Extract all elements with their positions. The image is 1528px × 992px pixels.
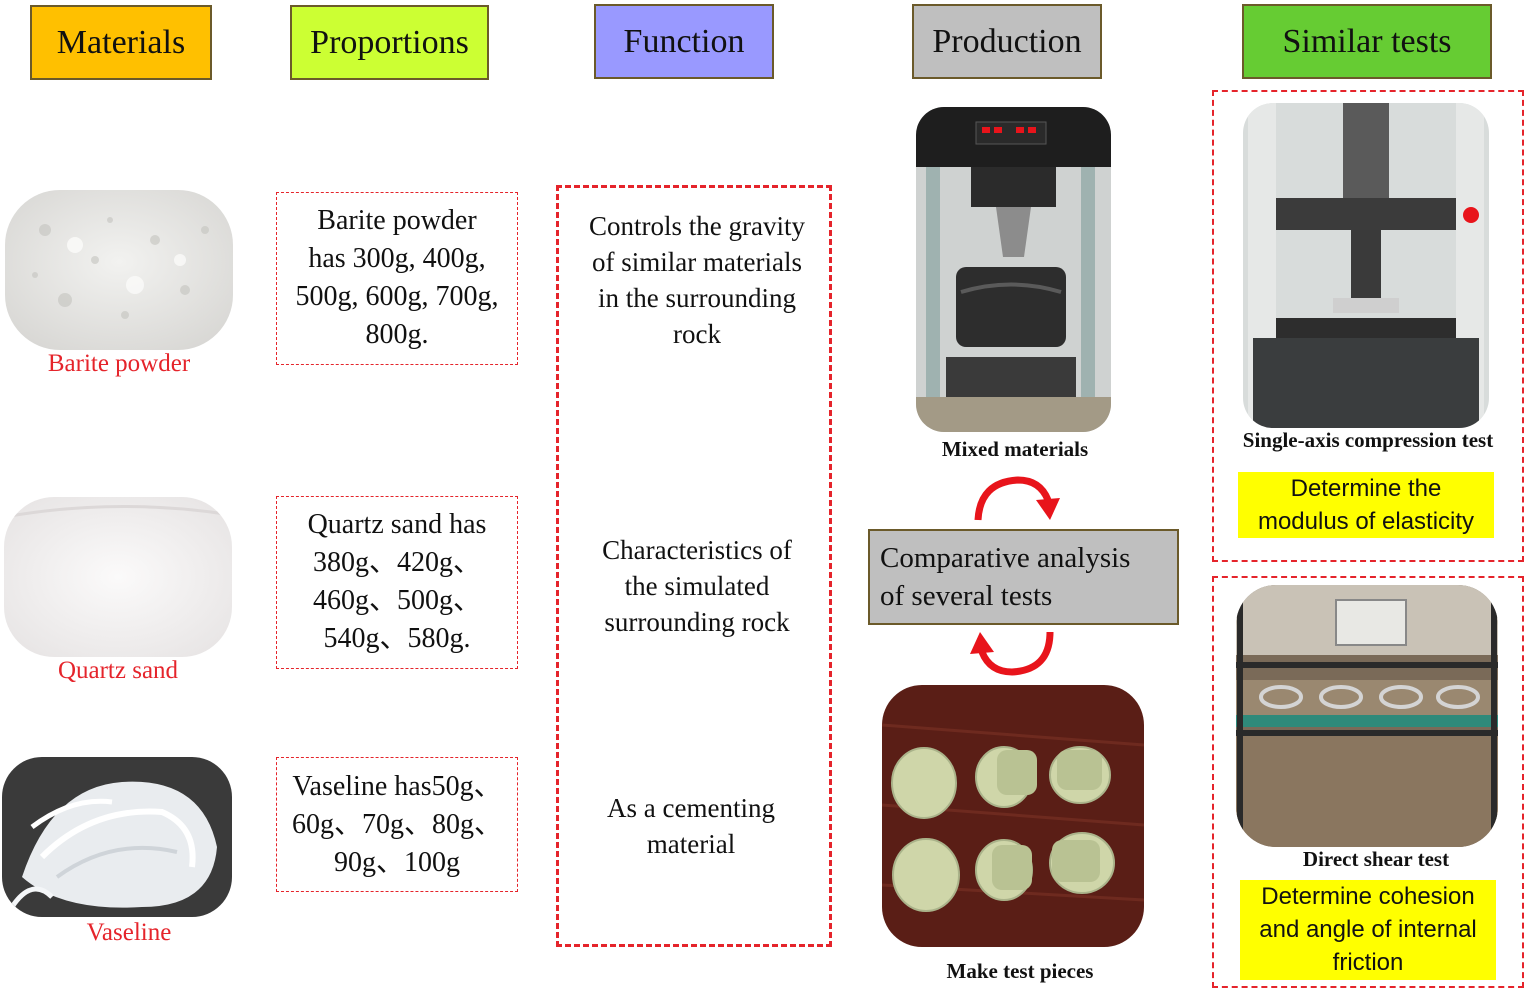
compression-test-box	[1212, 90, 1524, 562]
barite-powder-caption: Barite powder	[47, 350, 191, 377]
function-line: Controls the gravity	[589, 211, 805, 241]
cycle-arrow-top-icon	[974, 476, 1060, 521]
proportion-box-quartz	[276, 496, 518, 669]
header-function-label: Function	[623, 22, 745, 60]
proportion-line: Barite powder	[317, 205, 477, 236]
quartz-sand-photo	[4, 497, 232, 657]
function-line: the simulated	[624, 571, 770, 601]
shear-test-caption: Direct shear test	[1302, 847, 1450, 871]
function-line: rock	[673, 319, 721, 349]
function-line: of similar materials	[592, 247, 802, 277]
function-line: surrounding rock	[604, 607, 790, 637]
header-materials-label: Materials	[56, 23, 186, 61]
proportion-line: Vaseline has50g、	[292, 771, 502, 802]
comparative-analysis-box: Comparative analysis of several tests	[868, 529, 1179, 625]
shear-result-highlight: Determine cohesion and angle of internal…	[1240, 880, 1496, 980]
proportion-text-quartz: Quartz sand has 380g、420g、 460g、500g、 54…	[276, 506, 518, 658]
proportion-line: 500g, 600g, 700g,	[295, 281, 499, 312]
proportion-text-barite: Barite powder has 300g, 400g, 500g, 600g…	[276, 202, 518, 354]
proportion-line: 90g、100g	[333, 847, 460, 878]
proportion-box-barite	[276, 192, 518, 365]
function-line: As a cementing	[607, 793, 775, 823]
header-proportions-label: Proportions	[310, 23, 469, 61]
mixed-materials-caption: Mixed materials	[941, 437, 1089, 461]
function-text-characteristics: Characteristics of the simulated surroun…	[560, 532, 834, 640]
quartz-sand-caption: Quartz sand	[57, 657, 179, 684]
proportion-line: 380g、420g、	[312, 547, 481, 578]
proportion-line: 460g、500g、	[312, 585, 481, 616]
header-proportions: Proportions	[290, 5, 489, 80]
compression-result-highlight: Determine the modulus of elasticity	[1238, 472, 1494, 538]
comparative-line: of several tests	[880, 580, 1053, 612]
header-similar-tests-label: Similar tests	[1282, 22, 1452, 60]
header-similar-tests: Similar tests	[1242, 4, 1492, 79]
proportion-line: 540g、580g.	[323, 623, 471, 654]
function-text-cementing: As a cementing material	[556, 790, 826, 862]
header-materials: Materials	[30, 5, 212, 80]
function-box	[556, 185, 832, 947]
vaseline-caption: Vaseline	[86, 919, 172, 946]
mixer-machine-photo	[916, 107, 1111, 432]
proportion-line: 60g、70g、80g、	[291, 809, 502, 840]
shear-result-line: friction	[1332, 949, 1404, 976]
header-production-label: Production	[932, 22, 1082, 60]
comparative-line: Comparative analysis	[880, 542, 1131, 574]
compression-result-line: modulus of elasticity	[1257, 508, 1475, 535]
vaseline-photo	[2, 757, 232, 917]
function-line: Characteristics of	[602, 535, 792, 565]
compression-test-caption: Single-axis compression test	[1242, 428, 1494, 452]
compression-machine-photo	[1243, 103, 1489, 428]
test-pieces-photo	[882, 685, 1144, 947]
function-text-gravity: Controls the gravity of similar material…	[560, 208, 834, 352]
proportion-line: Quartz sand has	[307, 509, 487, 540]
proportion-text-vaseline: Vaseline has50g、 60g、70g、80g、 90g、100g	[276, 768, 518, 882]
test-pieces-caption: Make test pieces	[946, 959, 1094, 983]
shear-result-line: and angle of internal	[1259, 916, 1477, 943]
header-function: Function	[594, 4, 774, 79]
proportion-line: has 300g, 400g,	[308, 243, 486, 274]
proportion-box-vaseline	[276, 757, 518, 892]
shear-machine-photo	[1236, 585, 1498, 847]
shear-test-box	[1212, 576, 1524, 988]
function-line: material	[646, 829, 736, 859]
function-line: in the surrounding	[598, 283, 796, 313]
header-production: Production	[912, 4, 1102, 79]
compression-result-line: Determine the	[1290, 475, 1442, 502]
barite-powder-photo	[5, 190, 233, 350]
cycle-arrow-bottom-icon	[970, 631, 1054, 676]
shear-result-line: Determine cohesion	[1261, 883, 1475, 910]
proportion-line: 800g.	[365, 319, 429, 350]
